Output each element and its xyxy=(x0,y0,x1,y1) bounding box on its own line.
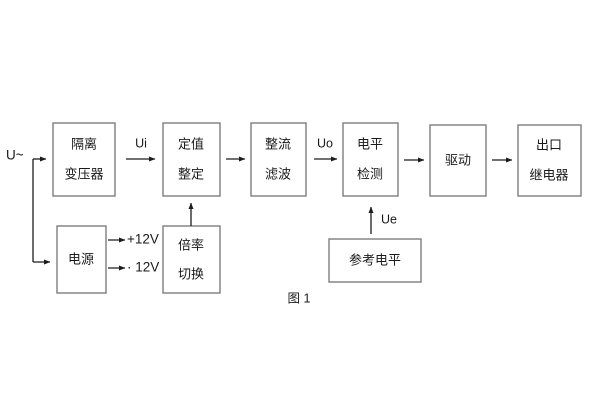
label-rectify-filter-line2: 滤波 xyxy=(265,166,291,181)
label-setting-adjust-line1: 定值 xyxy=(178,136,204,151)
block-level-detect xyxy=(342,122,399,197)
label-isolation-transformer-line2: 变压器 xyxy=(64,166,103,181)
label-output-relay-line2: 继电器 xyxy=(529,167,568,182)
label-ui: Ui xyxy=(135,136,147,150)
label-rail-negative: · 12V xyxy=(127,260,159,275)
label-rail-positive: +12V xyxy=(127,232,159,247)
label-drive: 驱动 xyxy=(445,152,471,167)
block-rectify-filter xyxy=(250,122,307,197)
block-isolation-transformer xyxy=(52,122,116,197)
label-multiplier-switch-line1: 倍率 xyxy=(178,237,204,252)
label-power-supply: 电源 xyxy=(68,251,94,266)
label-ue: Ue xyxy=(381,212,397,226)
label-level-detect-line2: 检测 xyxy=(357,166,383,181)
label-multiplier-switch-line2: 切换 xyxy=(178,266,204,281)
figure-caption: 图 1 xyxy=(288,291,311,305)
block-reference-level xyxy=(328,238,422,283)
block-multiplier-switch xyxy=(162,225,221,294)
label-setting-adjust-line2: 整定 xyxy=(178,166,204,181)
label-uo: Uo xyxy=(317,136,333,150)
block-drive xyxy=(429,124,487,197)
label-input-source: U~ xyxy=(6,148,24,163)
block-output-relay xyxy=(517,124,582,197)
label-level-detect-line1: 电平 xyxy=(357,136,383,151)
label-isolation-transformer-line1: 隔离 xyxy=(71,136,97,151)
label-output-relay-line1: 出口 xyxy=(536,137,562,152)
block-setting-adjust xyxy=(162,122,221,197)
label-reference-level: 参考电平 xyxy=(349,252,401,267)
block-power-supply xyxy=(56,225,107,294)
label-rectify-filter-line1: 整流 xyxy=(265,136,291,151)
